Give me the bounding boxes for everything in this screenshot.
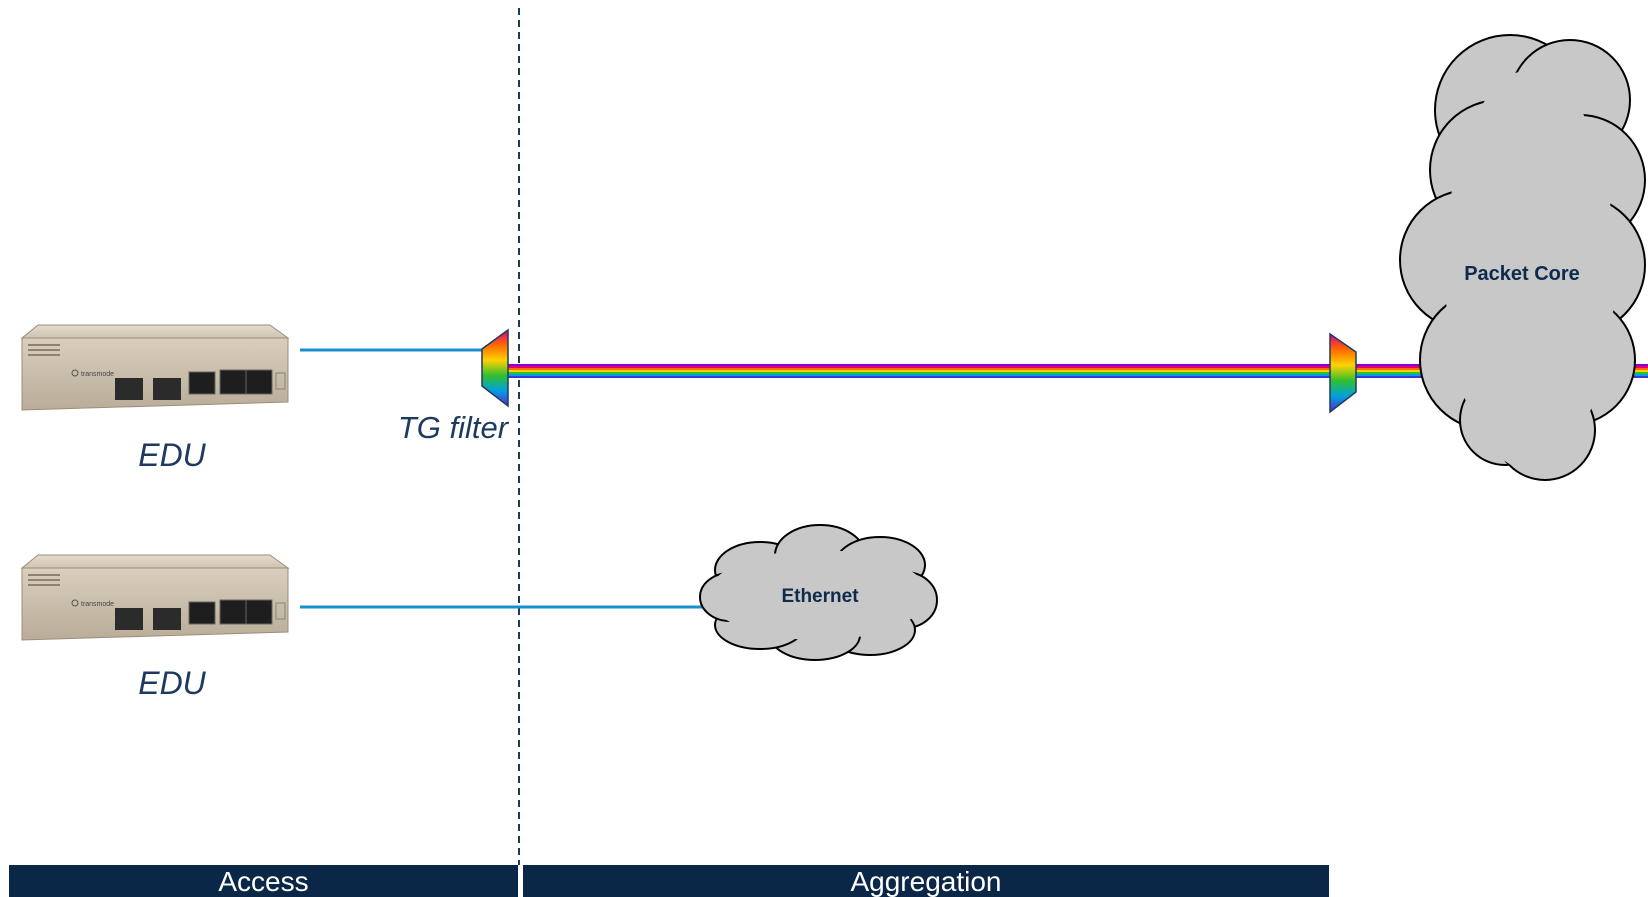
edu-top-label: EDU xyxy=(138,437,206,473)
aggregation-segment-band: Aggregation xyxy=(523,865,1329,897)
packet-core-cloud-icon xyxy=(1399,34,1646,481)
access-segment-band: Access xyxy=(9,865,518,897)
tg-filter-left-icon xyxy=(481,328,509,408)
ethernet-cloud-icon xyxy=(699,524,938,661)
ethernet-label: Ethernet xyxy=(781,586,859,607)
edu-device-top-icon: transmode xyxy=(20,324,290,411)
edu-bottom-label: EDU xyxy=(138,665,206,701)
tg-filter-right-icon xyxy=(1329,332,1357,414)
edu-device-bottom-icon: transmode xyxy=(20,554,290,641)
packet-core-label: Packet Core xyxy=(1464,263,1580,285)
rainbow-fiber-link xyxy=(505,364,1648,378)
svg-text:transmode: transmode xyxy=(81,371,114,378)
svg-text:transmode: transmode xyxy=(81,601,114,608)
tg-filter-label: TG filter xyxy=(398,410,510,445)
